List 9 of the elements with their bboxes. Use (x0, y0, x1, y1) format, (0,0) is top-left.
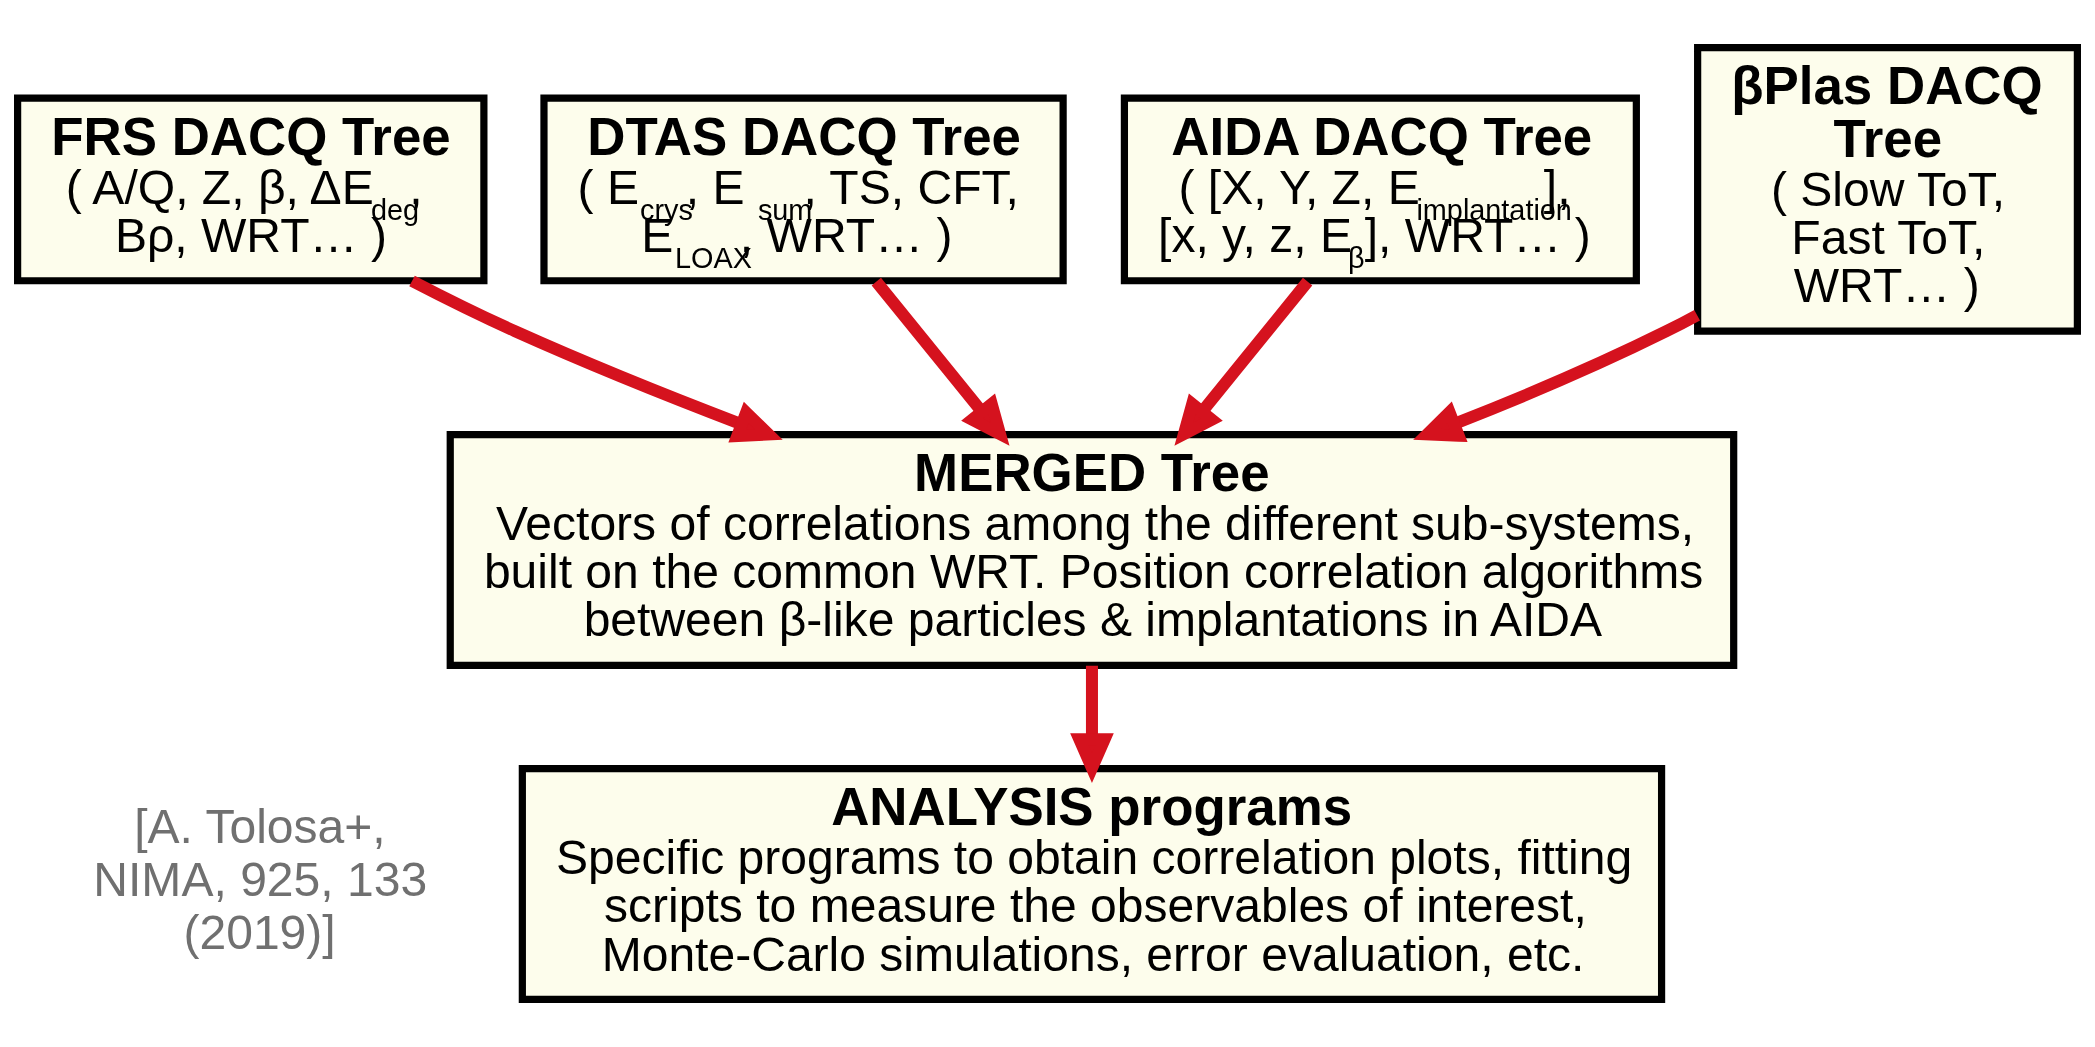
label: [A. Tolosa+, NIMA, 925, 133 (2019)] (93, 799, 428, 959)
node-box: ANALYSIS programs Specific programs to obtain correlation plots, fitting scripts to measure the observables of interest, Monte-Carlo simulations, error evaluation, etc. (518, 765, 1666, 1003)
node-box: βPlas DACQ Tree ( Slow ToT, Fast ToT, WRT… ) (1694, 44, 2081, 335)
arrow (1413, 309, 1700, 443)
arrow (409, 275, 783, 443)
arrow (1174, 277, 1313, 446)
arrow (1070, 665, 1114, 784)
arrow (871, 277, 1010, 446)
node-box: MERGED Tree Vectors of correlations among the different sub-systems, built on the common WRT. Position correlation algorithms between β-like particles & implantations in AIDA (446, 430, 1738, 669)
